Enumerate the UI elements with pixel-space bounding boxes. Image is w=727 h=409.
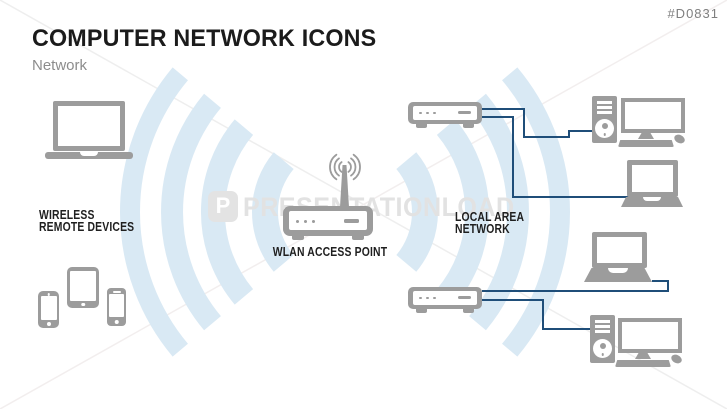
page-subtitle: Network: [32, 57, 88, 74]
label-line: REMOTE DEVICES: [39, 219, 135, 234]
tablet-icon: [67, 267, 99, 308]
router-body: [283, 206, 373, 240]
laptop-screen: [53, 101, 125, 151]
laptop-base: [621, 197, 683, 207]
label-wlan-access-point: WLAN ACCESS POINT: [272, 244, 388, 259]
laptop-screen: [592, 232, 647, 268]
label-local-area-network: LOCAL AREA NETWORK: [455, 209, 525, 236]
label-wireless-remote-devices: WIRELESS REMOTE DEVICES: [39, 207, 135, 234]
laptop-base: [584, 268, 652, 282]
label-line: WIRELESS: [39, 207, 95, 222]
keyboard: [615, 360, 671, 367]
network-switch-icon: [408, 287, 482, 313]
smartphone-icon: [107, 288, 126, 326]
signal-waves-icon: [329, 153, 361, 181]
label-line: LOCAL AREA: [455, 209, 525, 224]
presentationload-logo-icon: P: [208, 191, 238, 222]
network-switch-icon: [408, 102, 482, 128]
antenna-icon: [340, 165, 349, 207]
monitor-stand: [638, 133, 654, 139]
computer-tower: [590, 315, 615, 363]
monitor: [621, 98, 685, 133]
laptop-base: [45, 152, 133, 159]
label-line: NETWORK: [455, 221, 510, 236]
laptop-screen: [627, 160, 678, 197]
monitor: [618, 318, 682, 353]
keyboard: [618, 140, 674, 147]
monitor-stand: [635, 353, 651, 359]
slide-ref-code: #D0831: [667, 6, 719, 21]
smartphone-icon: [38, 291, 59, 328]
computer-tower: [592, 96, 617, 143]
page-title: COMPUTER NETWORK ICONS: [32, 25, 377, 52]
